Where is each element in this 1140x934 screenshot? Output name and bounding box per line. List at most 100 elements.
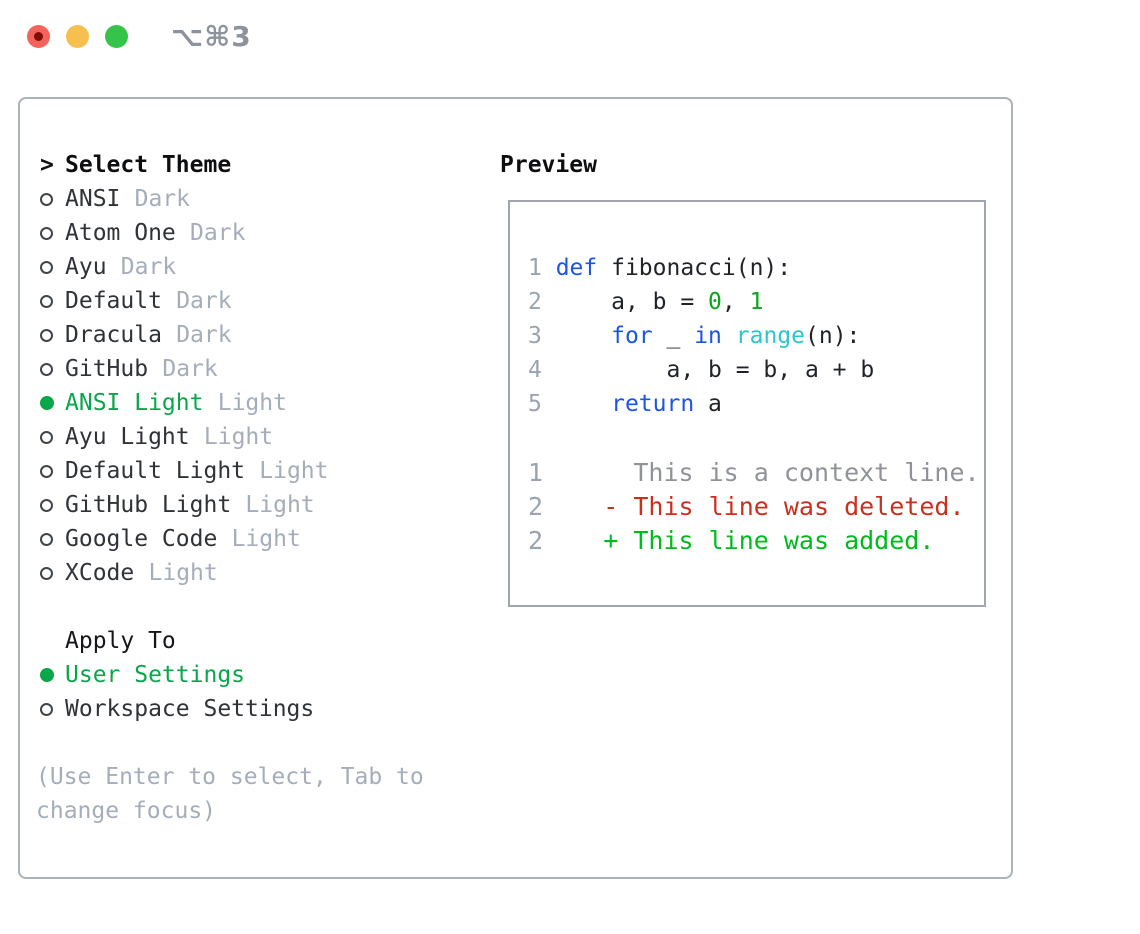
line-number: 5 [528,391,556,417]
theme-option-label: XCode [65,560,135,586]
radio-marker [40,702,65,716]
theme-variant-label: Light [148,560,218,586]
theme-option-label: Ayu Light [65,424,190,450]
theme-option-github-light[interactable]: GitHub Light Light [40,488,329,522]
code-segment-fn: range [735,323,805,349]
theme-variant-label: Dark [176,288,232,314]
theme-option-default-light[interactable]: Default Light Light [40,454,329,488]
code-segment-ctx: This is a context line. [558,457,980,487]
radio-icon [40,226,53,240]
radio-icon [40,464,53,478]
maximize-button[interactable] [105,25,128,48]
code-segment-kw: return [611,391,695,417]
radio-icon [40,362,53,376]
theme-option-atom-one[interactable]: Atom One Dark [40,216,329,250]
theme-variant-label: Light [259,458,329,484]
radio-icon [40,498,53,512]
line-number: 4 [528,357,556,383]
diff-line: 2 - This line was deleted. [528,489,980,523]
code-segment-fg: a, b = b, a + b [555,357,875,383]
theme-option-label: GitHub [65,356,149,382]
radio-marker [40,668,65,682]
apply-to-header: Apply To [40,624,329,658]
window-controls [27,25,128,48]
hint-line: change focus) [36,798,217,824]
code-segment-num: 0 [708,289,722,315]
radio-marker [40,294,65,308]
code-segment-kw: in [694,323,722,349]
line-number: 2 [528,289,556,315]
code-line: 2 a, b = 0, 1 [528,285,980,319]
radio-marker [40,464,65,478]
theme-variant-label: Light [245,492,315,518]
radio-icon [40,192,53,206]
theme-option-default[interactable]: Default Dark [40,284,329,318]
theme-option-xcode[interactable]: XCode Light [40,556,329,590]
select-theme-header: > Select Theme [40,148,329,182]
code-segment-kw: def [555,255,598,281]
line-number: 3 [528,323,556,349]
close-dot-icon [34,32,43,41]
theme-variant-label: Dark [134,186,191,212]
theme-variant-label: Dark [162,356,218,382]
radio-marker [40,498,65,512]
diff-line: 2 + This line was added. [528,523,980,557]
apply-to-title: Apply To [65,628,176,654]
apply-option-label: Workspace Settings [65,696,315,722]
radio-marker [40,362,65,376]
theme-option-label: ANSI [65,186,121,212]
radio-marker [40,260,65,274]
theme-option-github[interactable]: GitHub Dark [40,352,329,386]
line-number: 2 [528,525,559,555]
code-segment-fg [556,323,611,349]
list-spacer [40,590,329,624]
window-title-shortcut: ⌥⌘3 [171,20,252,53]
code-segment-fg: _ [652,323,695,349]
code-segment-add: + This line was added. [558,525,935,555]
code-line: 5 return a [528,387,980,421]
theme-variant-label: Dark [176,322,232,348]
theme-variant-label: Light [231,526,301,552]
minimize-button[interactable] [66,25,89,48]
radio-icon [40,566,53,580]
theme-option-label: GitHub Light [65,492,232,518]
preview-box [508,200,986,607]
code-segment-del: - This line was deleted. [558,491,965,521]
radio-icon [40,702,53,716]
theme-option-label: Default Light [65,458,246,484]
code-line: 4 a, b = b, a + b [528,353,980,387]
preview-title: Preview [500,152,597,178]
diff-line: 1 This is a context line. [528,455,980,489]
theme-option-label: Dracula [65,322,162,348]
radio-marker [40,430,65,444]
theme-option-label: Default [65,288,162,314]
code-segment-kw: for [611,323,653,349]
theme-option-ayu[interactable]: Ayu Dark [40,250,329,284]
line-number: 1 [528,457,559,487]
code-segment-fg: , [721,289,750,315]
code-line: 1 def fibonacci(n): [528,251,980,285]
theme-variant-label: Light [217,390,287,416]
apply-option-label: User Settings [65,662,246,688]
code-segment-fg: fibonacci(n): [597,255,792,281]
radio-marker [40,192,65,206]
radio-icon [40,260,53,274]
theme-option-label: Ayu [65,254,107,280]
theme-variant-label: Dark [190,220,246,246]
theme-option-ansi[interactable]: ANSI Dark [40,182,329,216]
theme-option-label: Atom One [65,220,176,246]
code-segment-fg: a, b = [555,289,709,315]
close-button[interactable] [27,25,50,48]
radio-marker [40,328,65,342]
apply-option-user-settings[interactable]: User Settings [40,658,329,692]
apply-option-workspace-settings[interactable]: Workspace Settings [40,692,329,726]
theme-option-dracula[interactable]: Dracula Dark [40,318,329,352]
theme-variant-label: Dark [120,254,177,280]
blank-line [528,421,980,455]
